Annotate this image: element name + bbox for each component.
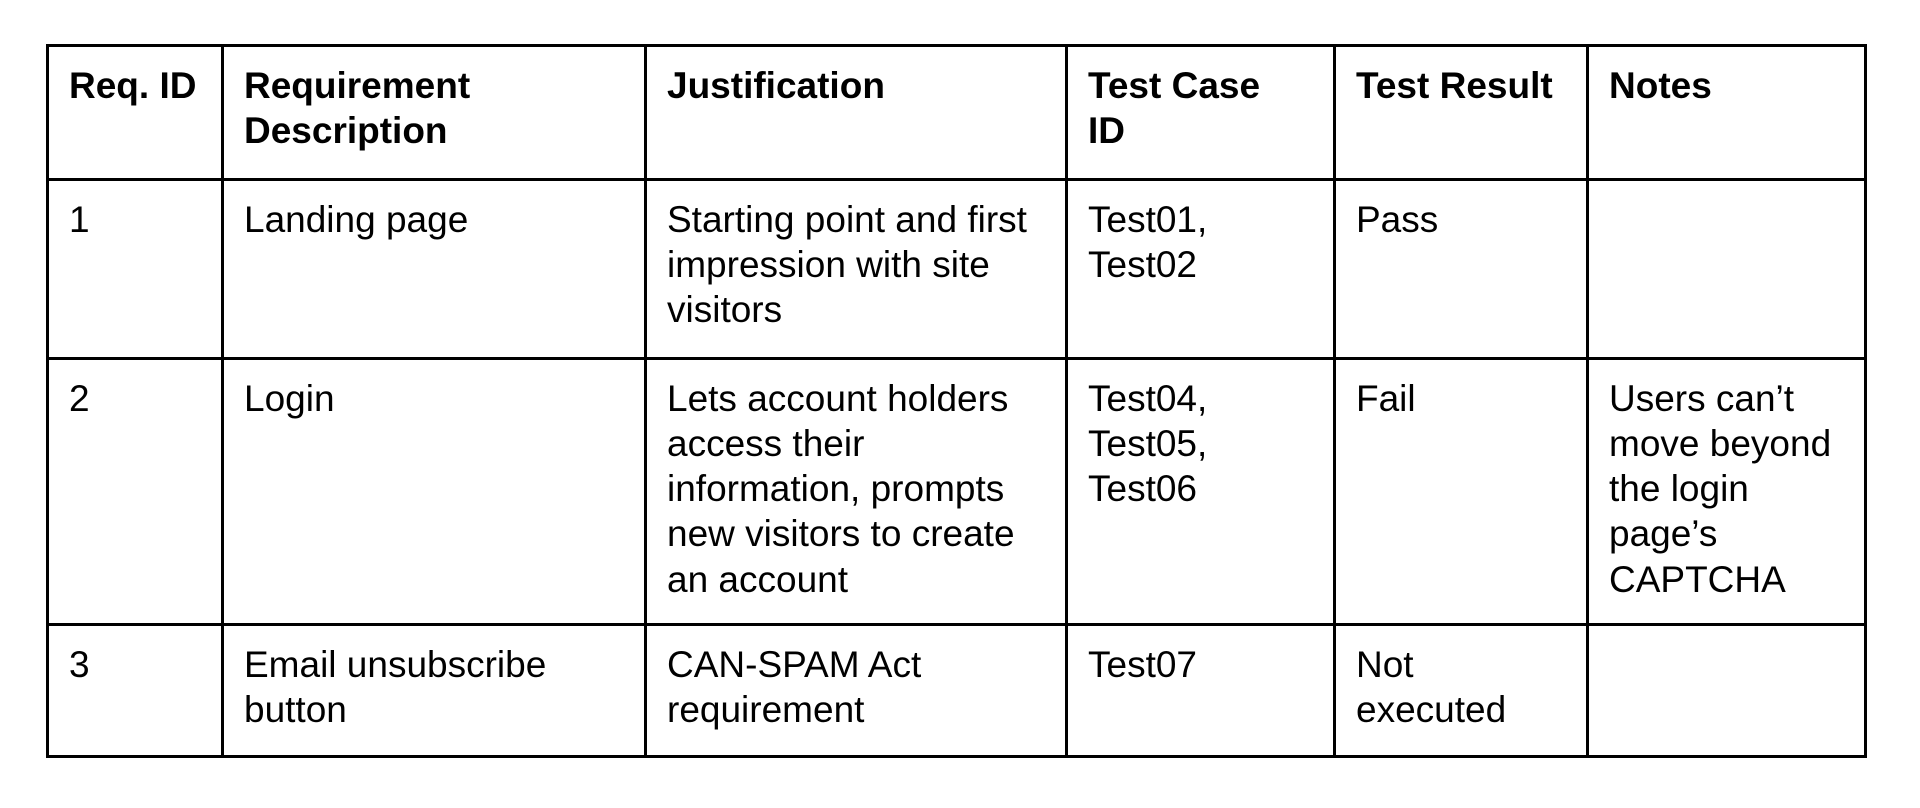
column-header-requirement-description: Requirement Description bbox=[221, 44, 647, 181]
column-header-test-case-id: Test Case ID bbox=[1065, 44, 1336, 181]
cell-req-id: 3 bbox=[46, 623, 224, 758]
table-row: 1 Landing page Starting point and first … bbox=[46, 178, 1867, 360]
cell-requirement-description: Email unsubscribe button bbox=[221, 623, 647, 758]
cell-test-result: Pass bbox=[1333, 178, 1589, 360]
column-header-justification: Justification bbox=[644, 44, 1068, 181]
column-header-req-id: Req. ID bbox=[46, 44, 224, 181]
cell-justification: Lets account holders access their inform… bbox=[644, 357, 1068, 626]
cell-justification: Starting point and first impression with… bbox=[644, 178, 1068, 360]
cell-requirement-description: Login bbox=[221, 357, 647, 626]
table-row: 2 Login Lets account holders access thei… bbox=[46, 357, 1867, 626]
cell-notes bbox=[1586, 178, 1867, 360]
cell-test-case-id: Test01, Test02 bbox=[1065, 178, 1336, 360]
table-header-row: Req. ID Requirement Description Justific… bbox=[46, 44, 1867, 181]
cell-notes: Users can’t move beyond the login page’s… bbox=[1586, 357, 1867, 626]
requirements-table: Req. ID Requirement Description Justific… bbox=[46, 44, 1867, 758]
cell-justification: CAN-SPAM Act requirement bbox=[644, 623, 1068, 758]
cell-test-result: Not executed bbox=[1333, 623, 1589, 758]
cell-req-id: 1 bbox=[46, 178, 224, 360]
table-row: 3 Email unsubscribe button CAN-SPAM Act … bbox=[46, 623, 1867, 758]
cell-test-case-id: Test07 bbox=[1065, 623, 1336, 758]
column-header-test-result: Test Result bbox=[1333, 44, 1589, 181]
cell-notes bbox=[1586, 623, 1867, 758]
cell-req-id: 2 bbox=[46, 357, 224, 626]
column-header-notes: Notes bbox=[1586, 44, 1867, 181]
cell-test-case-id: Test04, Test05, Test06 bbox=[1065, 357, 1336, 626]
cell-requirement-description: Landing page bbox=[221, 178, 647, 360]
cell-test-result: Fail bbox=[1333, 357, 1589, 626]
